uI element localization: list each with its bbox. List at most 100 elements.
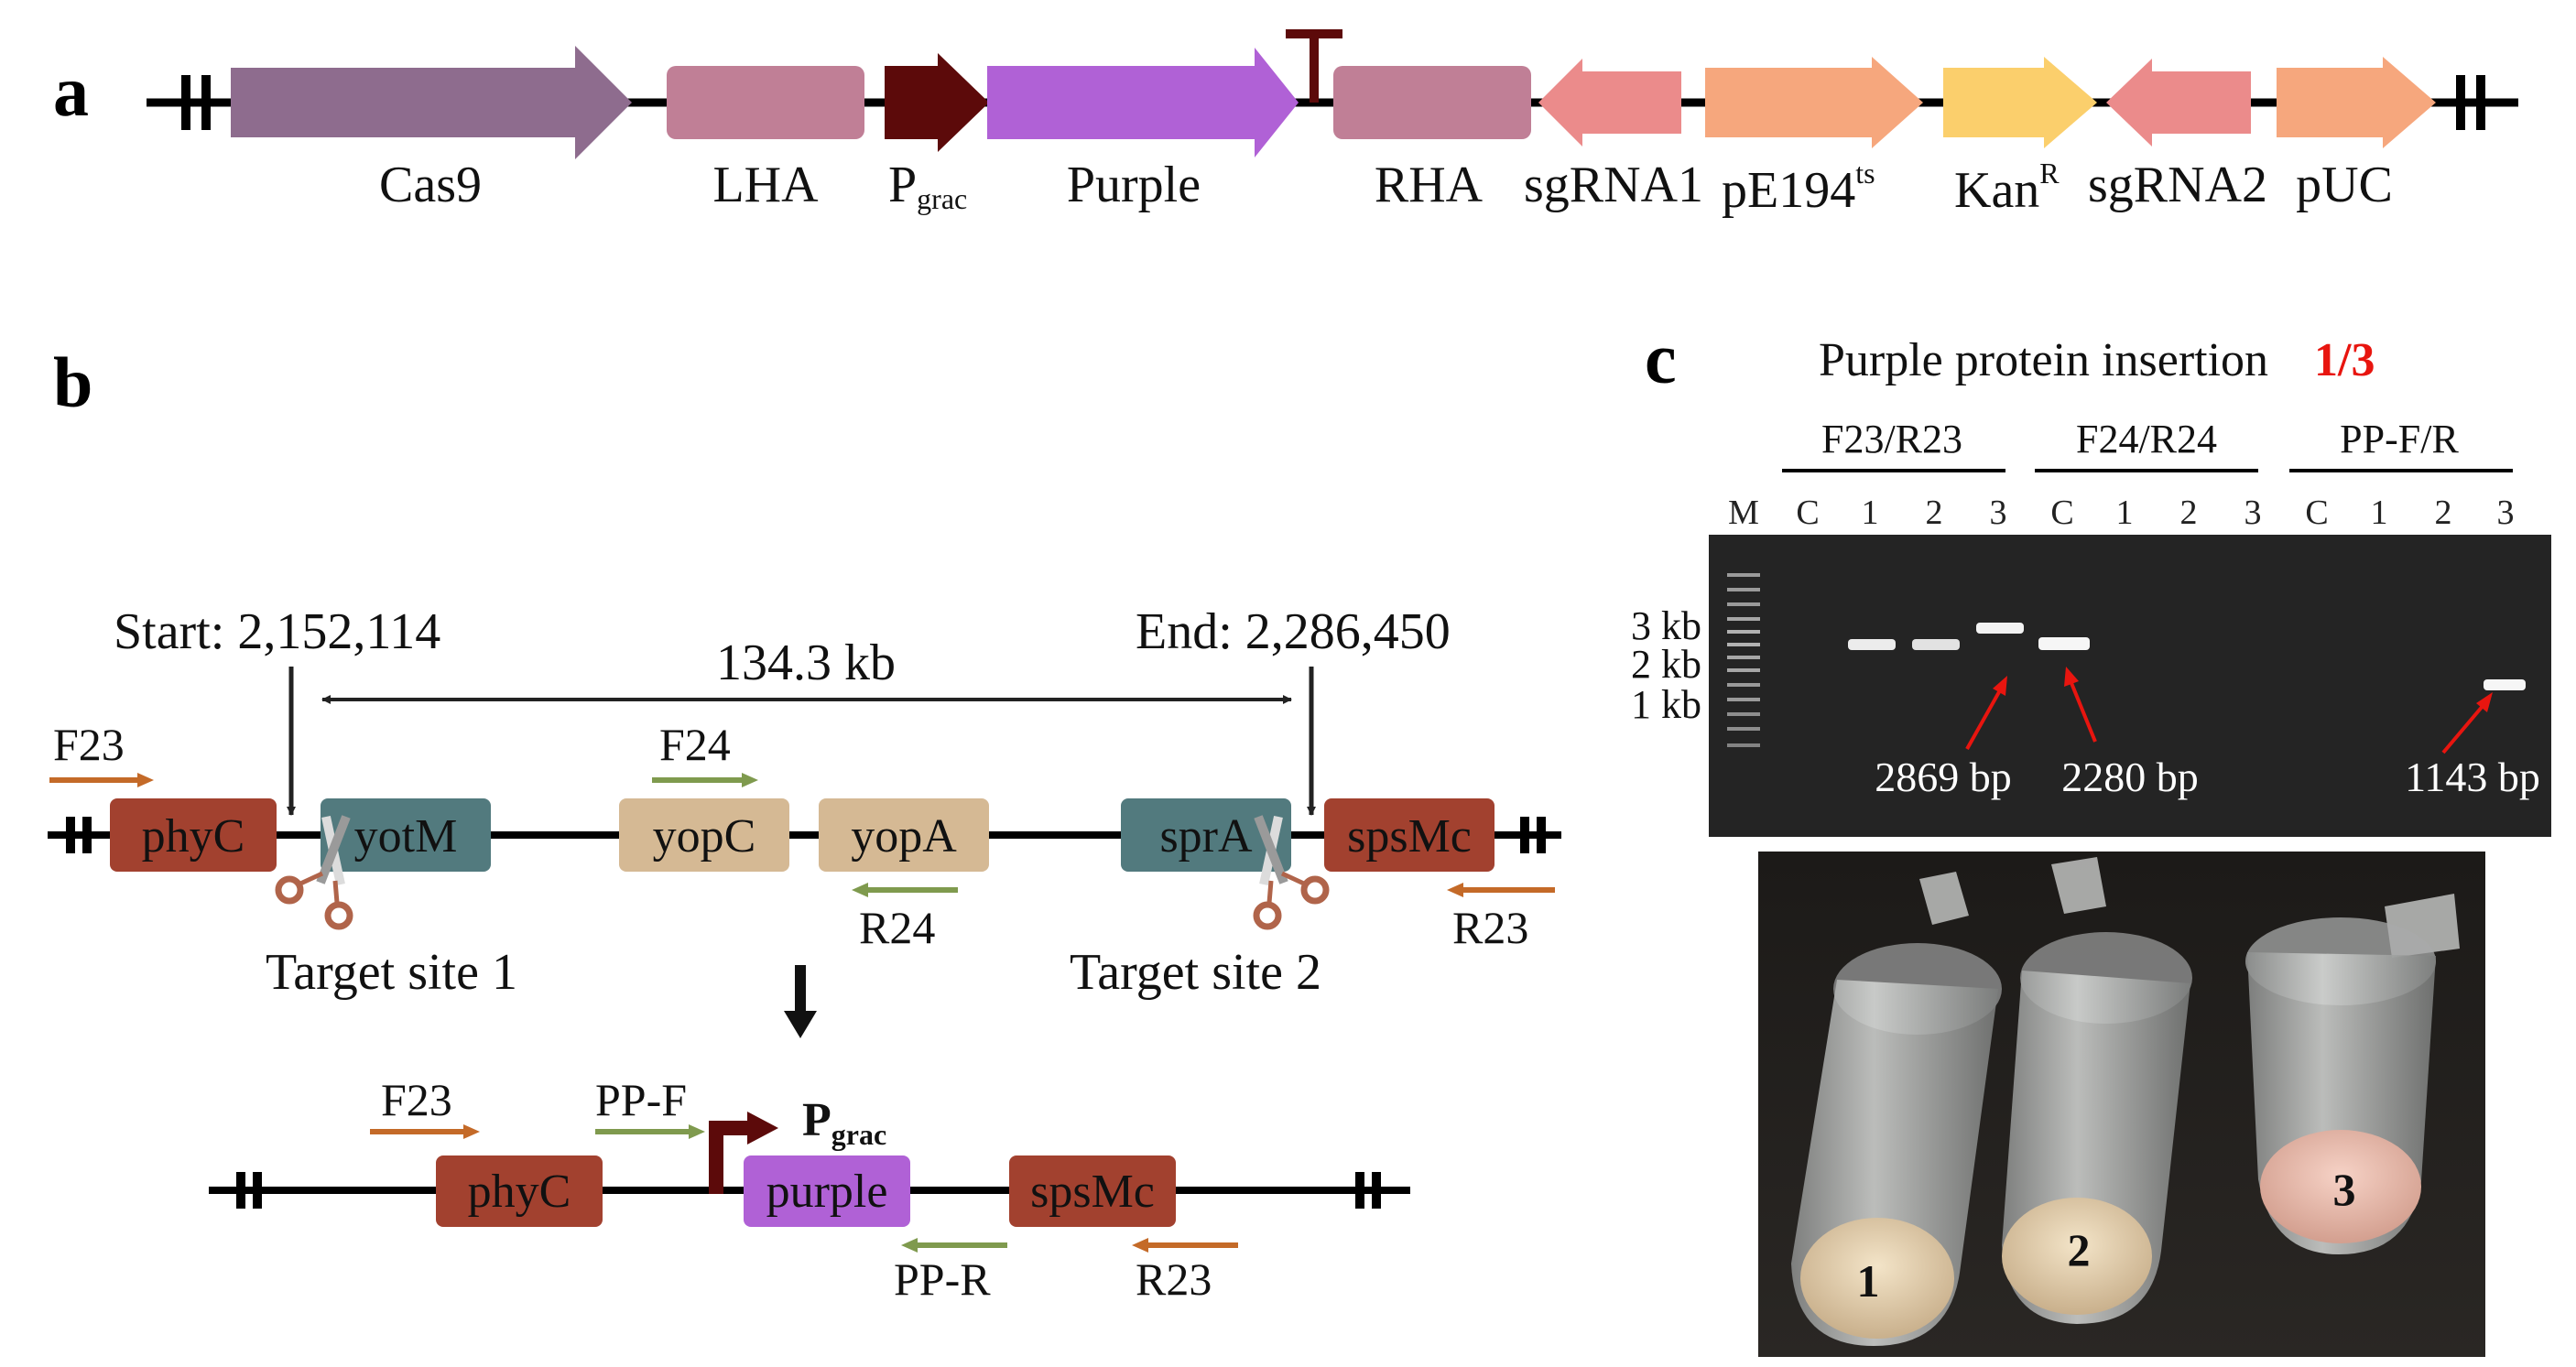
ladder-1kb: 1 kb [1631,682,1701,727]
puc-arrow [2277,57,2436,148]
locus-map: Start: 2,152,114 End: 2,286,450 134.3 kb… [48,603,1561,1305]
lane-label: 3 [2497,494,2515,532]
edited-R23-label: R23 [1136,1253,1212,1305]
primer-R23-arrow [1447,883,1555,897]
primer-group-2: F24/R24 [2076,417,2217,461]
puc-label: pUC [2296,157,2393,213]
span-label: 134.3 kb [716,635,896,691]
tube-3 [2245,894,2460,1254]
edited-PPF-arrow [595,1124,705,1139]
gene-yopA [819,798,989,872]
lha-box [667,66,864,139]
edited-phyC-label: phyC [468,1166,571,1218]
pe194-arrow [1705,57,1923,148]
gene-yotM [321,798,491,872]
lane-M: M [1728,494,1759,532]
break-mark-b-left [66,817,92,853]
tube-label-3: 3 [2333,1164,2356,1215]
lane-label: 2 [2435,494,2452,532]
gene-phyC [110,798,277,872]
band-label-1: 2869 bp [1875,754,2012,800]
primer-R24-label: R24 [859,902,935,953]
primer-group-1: F23/R23 [1821,417,1962,461]
edited-purple [744,1155,910,1227]
pgrac-label: Pgrac [888,157,967,215]
primer-F23-label: F23 [53,719,125,770]
edited-spsMc [1009,1155,1176,1227]
edited-purple-label: purple [766,1166,888,1218]
lha-label: LHA [712,157,819,213]
lane-label: 1 [2116,494,2134,532]
tube-label-1: 1 [1857,1255,1880,1307]
break-mark-right [2456,75,2485,130]
break-mark-left [181,75,211,130]
gene-yopC-label: yopC [653,810,756,863]
edited-R23-arrow [1132,1238,1238,1253]
lane-label: 3 [1990,494,2007,532]
gene-sprA-label: sprA [1159,810,1253,863]
sample-bands [1848,623,2526,690]
scissors-icon [1253,815,1330,930]
gene-sprA [1121,798,1291,872]
sgrna2-arrow [2106,59,2251,146]
ladder-3kb: 3 kb [1631,603,1701,648]
edited-F23-label: F23 [381,1074,452,1125]
cas9-label: Cas9 [379,157,482,213]
lane-label: 1 [1862,494,1879,532]
gene-yopA-label: yopA [851,810,957,863]
end-label: End: 2,286,450 [1136,603,1451,660]
scissors-icon [275,815,353,930]
primer-R23-label: R23 [1452,902,1528,953]
ladder-2kb: 2 kb [1631,642,1701,687]
lane-label: 3 [2244,494,2262,532]
terminator-symbol [1286,29,1342,103]
purple-arrow [987,48,1299,157]
edited-F23-arrow [370,1124,480,1139]
pgrac-arrow [885,53,989,152]
edited-PPR-arrow [901,1238,1007,1253]
edited-PPF-label: PP-F [595,1074,687,1125]
panel-a-letter: a [53,51,89,131]
sgrna1-arrow [1538,59,1681,146]
primer-R24-arrow [852,883,958,897]
lane-label: 2 [1926,494,1943,532]
pe194-label: pE194ts [1722,157,1875,219]
target-site-2-label: Target site 2 [1070,944,1321,1001]
gene-spsMc [1324,798,1495,872]
lane-label: 1 [2371,494,2388,532]
edited-pgrac-label: Pgrac [802,1094,886,1151]
target-site-1-label: Target site 1 [266,944,517,1001]
tube-1 [1791,872,2002,1346]
promoter-arrow [709,1112,778,1194]
purple-label: Purple [1067,157,1201,213]
rha-box [1333,66,1531,139]
lane-label: C [2305,494,2328,532]
gene-yopC [619,798,789,872]
kan-label: KanR [1954,157,2060,219]
break-mark-edited-right [1355,1172,1381,1209]
primer-group-3: PP-F/R [2340,417,2459,461]
band-label-2: 2280 bp [2061,754,2199,800]
start-label: Start: 2,152,114 [114,603,440,660]
sgrna2-label: sgRNA2 [2088,157,2267,213]
ladder-bands [1727,573,1760,747]
tube-photo: 1 2 3 [1758,852,2485,1357]
lane-label: 2 [2180,494,2198,532]
kan-arrow [1943,57,2097,148]
lane-labels: M C 1 2 3 C 1 2 3 C 1 2 3 [1728,494,2514,532]
break-mark-edited-left [236,1172,262,1209]
sgrna1-label: sgRNA1 [1524,157,1703,213]
band-label-3: 1143 bp [2405,754,2540,800]
down-arrow-icon [784,965,817,1038]
gene-phyC-label: phyC [142,810,245,863]
tube-2 [2002,857,2192,1324]
lane-label: C [1796,494,1819,532]
band-pointers [1965,667,2493,754]
cas9-arrow [231,46,632,159]
panel-b-letter: b [53,342,92,422]
edited-PPR-label: PP-R [894,1253,991,1305]
primer-F24-arrow [652,773,758,787]
